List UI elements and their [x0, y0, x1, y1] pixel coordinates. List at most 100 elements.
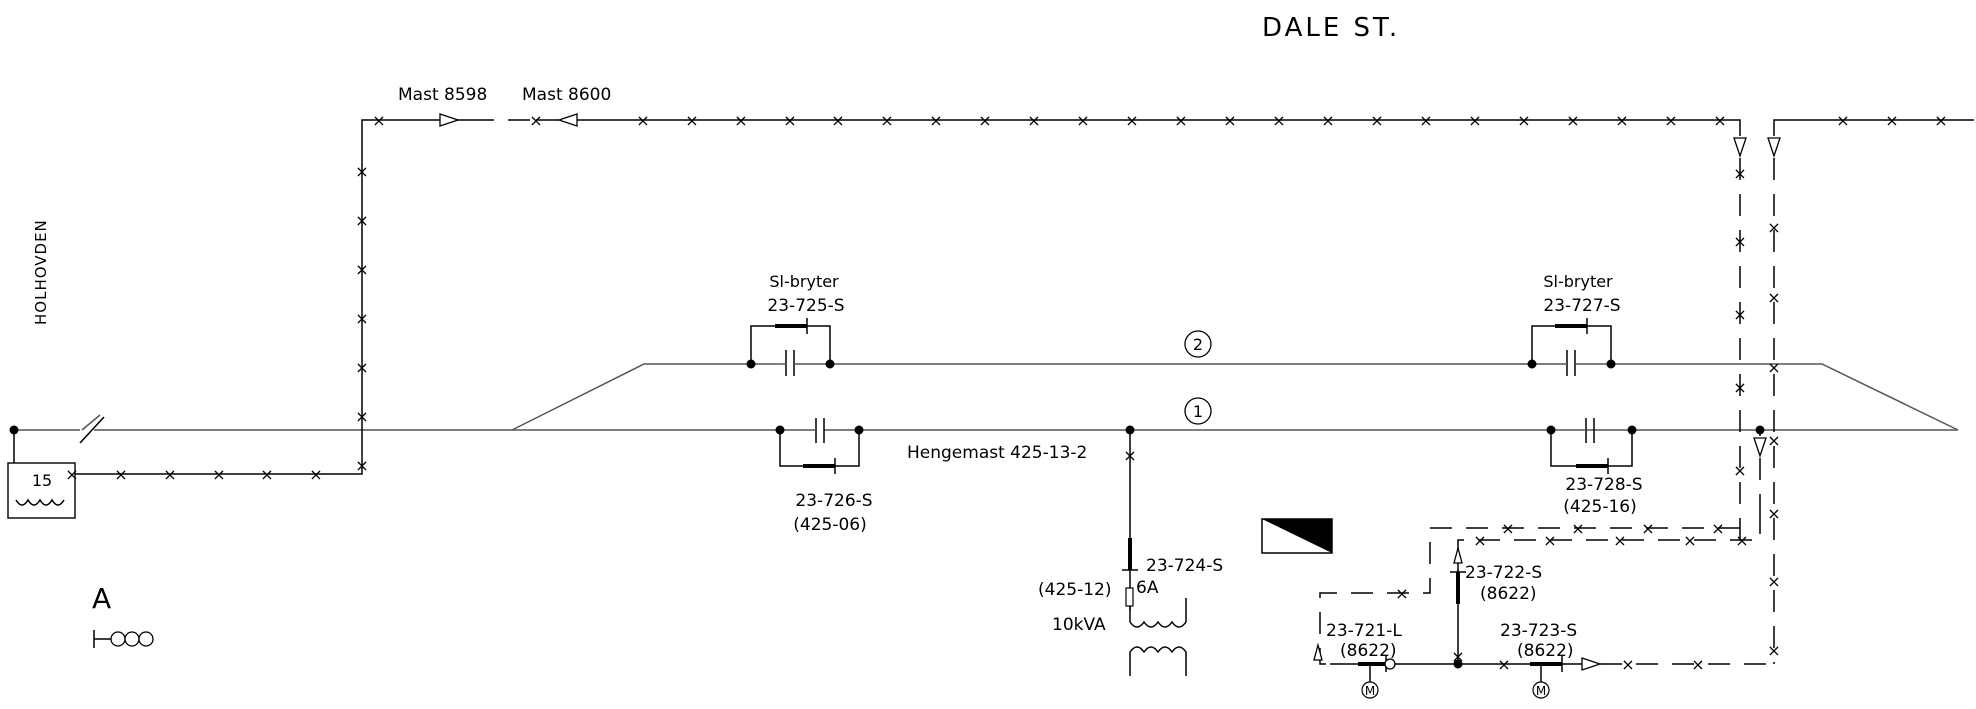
direction-label-holhovden: HOLHOVDEN [32, 219, 50, 325]
svg-text:×: × [880, 111, 893, 130]
transformer-rating-label: 10kVA [1052, 615, 1106, 635]
svg-text:×: × [831, 111, 844, 130]
svg-text:×: × [1615, 111, 1628, 130]
svg-text:×: × [1076, 111, 1089, 130]
svg-text:×: × [1767, 218, 1780, 237]
transformer-15 [7, 425, 76, 519]
svg-text:×: × [1836, 111, 1849, 130]
fuse-rating-label: 6A [1136, 578, 1159, 598]
mast-label-8600: Mast 8600 [522, 85, 611, 105]
mast-arrow-8600 [556, 113, 578, 127]
switch-23-725-S-type: Sl-bryter [769, 272, 839, 291]
feeder-arrow-down-2 [1767, 137, 1781, 159]
feeder-arrow-right [1581, 657, 1603, 671]
switch-23-725-S[interactable] [746, 318, 835, 369]
svg-text:×: × [1683, 531, 1696, 550]
section-insulator-track-2-right [1566, 350, 1576, 376]
switch-23-728-S-id: 23-728-S [1565, 475, 1642, 495]
switch-23-728-S-ref: (425-16) [1563, 497, 1636, 517]
top-feeder-line [577, 119, 1741, 136]
svg-text:×: × [1767, 572, 1780, 591]
switch-23-724-S-id: 23-724-S [1146, 556, 1223, 576]
switch-23-724-S[interactable] [1122, 538, 1138, 571]
section-insulator-track-2-left [785, 350, 795, 376]
svg-text:×: × [685, 111, 698, 130]
svg-text:×: × [636, 111, 649, 130]
svg-text:×: × [1733, 305, 1746, 324]
svg-text:×: × [163, 465, 176, 484]
switch-23-724-S-ref: (425-12) [1038, 580, 1111, 600]
transformer-10kva [1129, 598, 1187, 676]
motor-symbol-723 [1532, 681, 1550, 699]
legend-letter: A [92, 582, 111, 615]
svg-text:×: × [355, 309, 368, 328]
switch-23-722-S[interactable]: × [1450, 545, 1466, 669]
svg-text:×: × [1027, 111, 1040, 130]
feeder-crosses-lower: ×××× ××××× × [1395, 519, 1748, 603]
svg-text:×: × [1571, 519, 1584, 538]
svg-text:×: × [1223, 111, 1236, 130]
svg-text:×: × [260, 465, 273, 484]
svg-text:×: × [309, 465, 322, 484]
feeder-crosses-vertical: ××××× ××××××× [1733, 164, 1780, 660]
svg-text:×: × [1641, 519, 1654, 538]
switch-23-727-S[interactable] [1527, 318, 1616, 369]
svg-text:×: × [355, 260, 368, 279]
svg-text:×: × [355, 211, 368, 230]
section-insulator-track-1-left [815, 418, 825, 443]
track-number-1-label: 1 [1193, 402, 1203, 421]
svg-text:×: × [978, 111, 991, 130]
svg-text:×: × [212, 465, 225, 484]
feeder-crosses-right-top: × × × [1836, 111, 1947, 130]
svg-text:×: × [1711, 519, 1724, 538]
svg-text:×: × [1174, 111, 1187, 130]
svg-text:×: × [1543, 531, 1556, 550]
feeder-arrow-down-1 [1733, 137, 1747, 159]
svg-text:×: × [355, 407, 368, 426]
svg-text:×: × [1767, 431, 1780, 450]
svg-text:×: × [355, 456, 368, 475]
svg-text:×: × [734, 111, 747, 130]
svg-text:×: × [1395, 584, 1408, 603]
svg-text:×: × [1613, 531, 1626, 550]
svg-text:×: × [1370, 111, 1383, 130]
motor-symbol-723-label: M [1536, 684, 1546, 698]
feeder-arrow-down-3 [1753, 437, 1767, 459]
svg-text:×: × [1767, 641, 1780, 660]
svg-text:×: × [1767, 358, 1780, 377]
switch-23-721-L[interactable]: M [1313, 642, 1396, 699]
svg-text:×: × [65, 465, 78, 484]
switch-23-725-S-id: 23-725-S [767, 296, 844, 316]
svg-text:×: × [1468, 111, 1481, 130]
svg-text:×: × [1885, 111, 1898, 130]
dashed-feeder-upper [1319, 527, 1740, 665]
feeder-crosses-bottom: ××× [1497, 655, 1704, 674]
switch-23-722-S-id: 23-722-S [1465, 563, 1542, 583]
legend-switch-symbol [93, 630, 154, 648]
left-feeder-line [75, 119, 472, 475]
hengemast-label: Hengemast 425-13-2 [907, 443, 1087, 463]
svg-text:×: × [1733, 378, 1746, 397]
switch-23-723-S[interactable]: M [1530, 656, 1563, 699]
track-number-2: 2 [1184, 330, 1212, 358]
switch-23-726-S-id: 23-726-S [795, 491, 872, 511]
signal-board-symbol [1261, 518, 1333, 554]
track-1-open-break [79, 416, 105, 444]
svg-text:×: × [1501, 519, 1514, 538]
svg-text:×: × [529, 111, 542, 130]
right-top-feeder-line [1773, 119, 1974, 136]
switch-23-728-S[interactable] [1546, 425, 1637, 475]
svg-text:×: × [1497, 655, 1510, 674]
svg-text:×: × [929, 111, 942, 130]
switch-23-727-S-type: Sl-bryter [1543, 272, 1613, 291]
svg-text:×: × [1767, 504, 1780, 523]
svg-text:×: × [783, 111, 796, 130]
switch-23-726-S[interactable] [775, 425, 864, 475]
svg-text:×: × [1733, 461, 1746, 480]
track-1 [14, 414, 1958, 431]
mast-label-8598: Mast 8598 [398, 85, 487, 105]
svg-text:×: × [1934, 111, 1947, 130]
svg-text:×: × [114, 465, 127, 484]
svg-text:×: × [372, 111, 385, 130]
